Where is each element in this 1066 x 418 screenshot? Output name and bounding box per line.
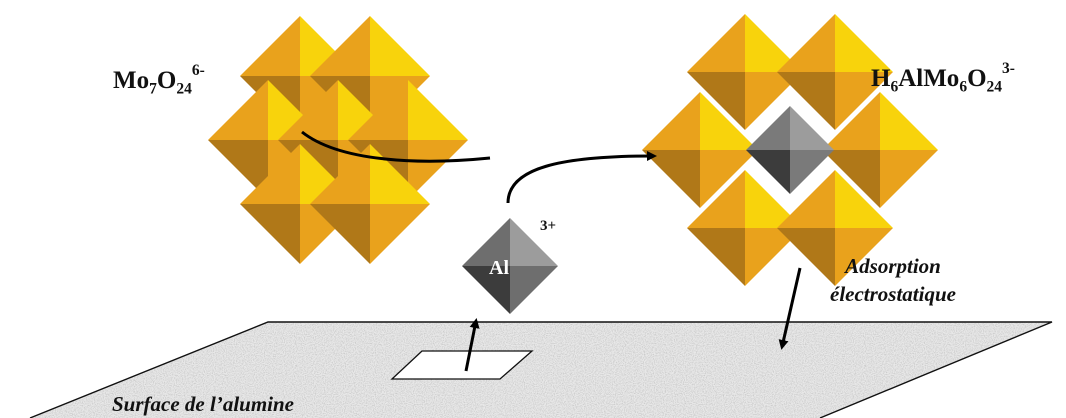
mo-octahedron-face: [700, 92, 758, 150]
mo-octahedron-face: [208, 80, 268, 140]
al-octahedron-shape-face: [510, 218, 558, 266]
adsorption-arrow: [778, 267, 802, 350]
reaction-curve-top: [301, 130, 491, 163]
mo-octahedron-face: [822, 92, 880, 150]
h6almo6o24-cluster: [642, 14, 938, 286]
mo-octahedron-face: [777, 170, 835, 228]
mo-octahedron-face: [687, 72, 745, 130]
mo-octahedron: [822, 92, 938, 208]
mo7o24-label: Mo7O246-: [113, 61, 205, 98]
mo-octahedron-face: [687, 14, 745, 72]
al-octahedron-shape-face: [462, 218, 510, 266]
al-label: Al: [489, 257, 509, 279]
reaction-arrow: [506, 151, 657, 204]
mo-octahedron-face: [880, 92, 938, 150]
surface-label: Surface de l’alumine: [112, 392, 294, 416]
central-octahedron-face: [746, 150, 790, 194]
mo-octahedron-face: [370, 16, 430, 76]
alumina-surface: [29, 321, 1053, 418]
mo-octahedron-face: [835, 228, 893, 286]
mo-octahedron-face: [310, 144, 370, 204]
central-octahedron-face: [790, 150, 834, 194]
central-al-octahedron: [746, 106, 834, 194]
mo-octahedron: [777, 170, 893, 286]
mo-octahedron-face: [370, 204, 430, 264]
mo-octahedron-face: [278, 80, 338, 140]
surface-site-rectangle: [390, 350, 534, 380]
mo-octahedron-face: [777, 72, 835, 130]
mo-octahedron-face: [642, 150, 700, 208]
mo-octahedron-face: [310, 204, 370, 264]
mo-octahedron-face: [240, 144, 300, 204]
mo-octahedron-face: [745, 72, 803, 130]
mo-octahedron-face: [240, 204, 300, 264]
mo-octahedron-face: [777, 228, 835, 286]
adsorption-line-1: Adsorption: [845, 254, 941, 278]
mo-octahedron-face: [745, 170, 803, 228]
mo7o24-cluster: [208, 16, 468, 264]
mo-octahedron-face: [700, 150, 758, 208]
mo-octahedron-face: [777, 14, 835, 72]
h6almo6o24-label: H6AlMo6O243-: [871, 59, 1015, 96]
al-octahedron-shape: [462, 218, 558, 314]
mo-octahedron-face: [348, 80, 408, 140]
mo-octahedron-face: [880, 150, 938, 208]
mo-octahedron: [777, 14, 893, 130]
mo-octahedron-face: [310, 16, 370, 76]
mo-octahedron: [240, 144, 360, 264]
al-charge-label: 3+: [540, 218, 557, 234]
central-octahedron: [746, 106, 834, 194]
mo-octahedron-face: [240, 16, 300, 76]
mo-octahedron-face: [745, 228, 803, 286]
mo-octahedron-face: [408, 140, 468, 200]
mo-octahedron-face: [745, 14, 803, 72]
mo-octahedron-face: [642, 92, 700, 150]
mo-octahedron-face: [835, 14, 893, 72]
adsorption-line-2: électrostatique: [830, 282, 956, 307]
central-octahedron-face: [746, 106, 790, 150]
al-octahedron: [462, 218, 558, 314]
adsorption-label: Adsorption électrostatique: [830, 252, 956, 309]
mo-octahedron-face: [835, 72, 893, 130]
mo-octahedron: [687, 14, 803, 130]
central-octahedron-face: [790, 106, 834, 150]
mo-octahedron-face: [822, 150, 880, 208]
mo-octahedron-face: [408, 80, 468, 140]
mo-octahedron-face: [835, 170, 893, 228]
mo-octahedron-face: [687, 228, 745, 286]
al-octahedron-shape-face: [510, 266, 558, 314]
al-octahedron-shape-face: [462, 266, 510, 314]
mo-octahedron: [687, 170, 803, 286]
surface-to-al-arrow: [464, 318, 480, 372]
mo-octahedron-face: [208, 140, 268, 200]
mo-octahedron: [642, 92, 758, 208]
mo-octahedron-face: [687, 170, 745, 228]
